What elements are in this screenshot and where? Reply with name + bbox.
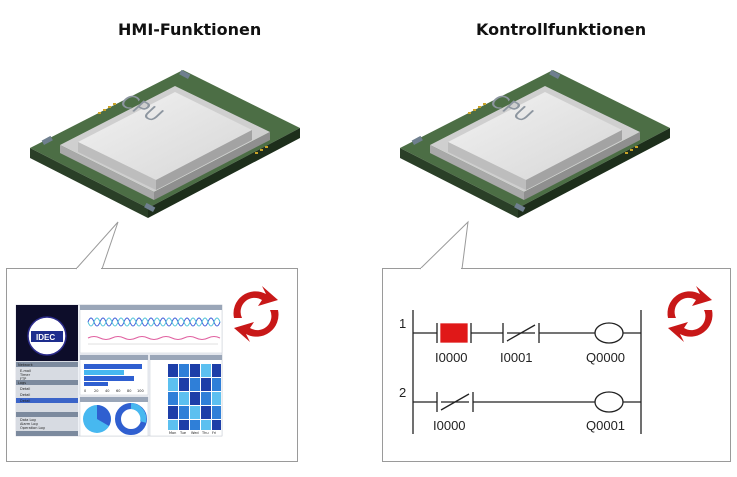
menu-item-detail: Detail bbox=[20, 399, 30, 403]
rung-number-1: 1 bbox=[399, 316, 406, 331]
menu-item-timer: Timer bbox=[19, 373, 31, 377]
hmi-menu: Network E-mail Timer FTP Logs Detail Det… bbox=[16, 362, 78, 436]
menu-item-logs: Logs bbox=[18, 381, 26, 385]
cycle-arrows-icon bbox=[233, 286, 279, 342]
contact-label-i0000: I0000 bbox=[435, 350, 468, 365]
heat-map-day: Thu bbox=[201, 431, 209, 435]
contact-label-i0000: I0000 bbox=[433, 418, 466, 433]
menu-item-email: E-mail bbox=[20, 369, 31, 373]
bar-axis-label: 100 bbox=[137, 389, 144, 393]
menu-item-ftp: FTP bbox=[20, 377, 26, 381]
heat-map-day: Tue bbox=[179, 431, 186, 435]
contact-i0000-active bbox=[440, 323, 468, 343]
hmi-heat-map: Mon Tue Wed Thu Fri bbox=[149, 354, 223, 437]
ladder-diagram bbox=[412, 310, 642, 434]
idec-logo-text: IDEC bbox=[36, 333, 55, 342]
hmi-pie-chart bbox=[79, 396, 149, 437]
coil-q0001 bbox=[594, 391, 624, 413]
hmi-screen: IDEC Network E-mail Timer FTP Logs Detai… bbox=[15, 304, 223, 437]
bar-axis-label: 80 bbox=[127, 389, 131, 393]
heat-map-day: Fri bbox=[212, 431, 216, 435]
contact-label-i0001: I0001 bbox=[500, 350, 533, 365]
bar-axis-label: 40 bbox=[105, 389, 109, 393]
rung-number-2: 2 bbox=[399, 385, 406, 400]
cpu-chip-right: CPU bbox=[400, 69, 670, 218]
menu-item-detail: Detail bbox=[20, 393, 30, 397]
coil-q0000 bbox=[594, 322, 624, 344]
control-functions-title: Kontrollfunktionen bbox=[476, 20, 647, 39]
cpu-chip-left: CPU bbox=[30, 69, 300, 218]
bar-axis-label: 60 bbox=[116, 389, 120, 393]
heat-map-day: Mon bbox=[169, 431, 176, 435]
bar-axis-label: 20 bbox=[94, 389, 98, 393]
hmi-callout-pointer bbox=[75, 221, 119, 270]
menu-item-data-log: Data Log bbox=[20, 418, 36, 422]
menu-item-alarm-log: Alarm Log bbox=[20, 422, 38, 426]
menu-item-detail: Detail bbox=[20, 387, 30, 391]
ladder-callout-pointer bbox=[419, 220, 469, 270]
cycle-arrows-icon bbox=[667, 286, 713, 342]
hmi-line-chart bbox=[79, 304, 223, 354]
heat-map-day: Wed bbox=[191, 431, 199, 435]
bar-axis-label: 0 bbox=[84, 389, 86, 393]
coil-label-q0000: Q0000 bbox=[586, 350, 625, 365]
menu-item-operation-log: Operation Log bbox=[20, 426, 45, 430]
menu-item-network: Network bbox=[18, 363, 34, 367]
hmi-bar-chart: 0 20 40 60 80 100 bbox=[79, 354, 149, 396]
idec-logo bbox=[31, 331, 63, 342]
coil-label-q0001: Q0001 bbox=[586, 418, 625, 433]
hmi-functions-title: HMI-Funktionen bbox=[118, 20, 262, 39]
